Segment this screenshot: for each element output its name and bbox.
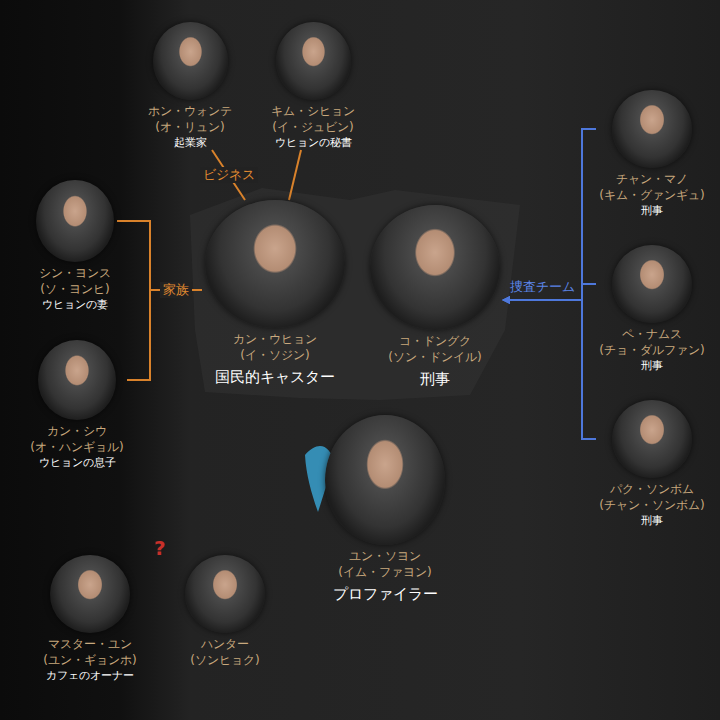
character-role: ウヒョンの妻 (42, 297, 108, 312)
character-name: マスター・ユン (48, 636, 132, 652)
brush-stroke (190, 188, 520, 400)
character-card: ペ・ナムス(チョ・ダルファン)刑事 (596, 245, 708, 373)
character-name: コ・ドングク (399, 333, 471, 349)
character-role: 刑事 (420, 368, 450, 390)
actor-name: (チャン・ソンボム) (599, 497, 704, 513)
portrait-photo (38, 340, 116, 420)
actor-name: (ソンヒョク) (190, 652, 259, 668)
character-card: ユン・ソヨン(イム・ファヨン) プロファイラー (322, 415, 448, 605)
character-role: 刑事 (641, 358, 663, 373)
actor-name: (チョ・ダルファン) (599, 342, 704, 358)
character-card: マスター・ユン(ユン・ギョンホ)カフェのオーナー (40, 555, 140, 683)
relation-line (503, 300, 596, 439)
character-name: キム・シヒョン (271, 103, 355, 119)
relation-label: ビジネス (200, 167, 258, 183)
actor-name: (ユン・ギョンホ) (43, 652, 136, 668)
character-name: チャン・マノ (616, 171, 688, 187)
character-role: プロファイラー (333, 583, 438, 605)
relation-label: 捜査チーム (507, 279, 578, 295)
relation-line (289, 150, 301, 200)
question-mark: ? (154, 536, 166, 560)
character-card: カン・シウ(オ・ハンギョル)ウヒョンの息子 (27, 340, 127, 470)
portrait-photo (370, 205, 500, 330)
character-card: シン・ヨンス(ソ・ヨンヒ)ウヒョンの妻 (33, 180, 117, 312)
character-role: ウヒョンの秘書 (275, 135, 352, 150)
actor-name: (オ・リュン) (155, 119, 224, 135)
relation-label: 家族 (160, 282, 192, 298)
character-card: ホン・ウォンテ(オ・リュン)起業家 (145, 22, 235, 150)
character-card: チャン・マノ(キム・グァンギュ)刑事 (596, 90, 708, 218)
relation-line (127, 290, 202, 380)
character-role: ウヒョンの息子 (39, 455, 116, 470)
portrait-photo (612, 400, 692, 478)
character-role: 国民的キャスター (215, 366, 335, 388)
relation-line (117, 221, 202, 290)
actor-name: (オ・ハンギョル) (30, 439, 123, 455)
character-card: コ・ドングク(ソン・ドンイル) 刑事 (367, 205, 503, 390)
actor-name: (キム・グァンギュ) (599, 187, 704, 203)
portrait-photo (325, 415, 445, 545)
actor-name: (ソ・ヨンヒ) (40, 281, 109, 297)
character-name: ハンター (201, 636, 249, 652)
character-name: ペ・ナムス (622, 326, 682, 342)
actor-name: (イム・ファヨン) (338, 564, 431, 580)
character-card: カン・ウヒョン(イ・ソジン) 国民的キャスター (202, 200, 348, 388)
character-role: 刑事 (641, 513, 663, 528)
character-name: パク・ソンボム (610, 481, 694, 497)
character-card: パク・ソンボム(チャン・ソンボム)刑事 (596, 400, 708, 528)
character-name: ユン・ソヨン (349, 548, 421, 564)
actor-name: (イ・ソジン) (240, 347, 309, 363)
character-card: キム・シヒョン(イ・ジュビン)ウヒョンの秘書 (268, 22, 358, 150)
portrait-photo (50, 555, 130, 633)
portrait-photo (185, 555, 265, 633)
character-role: 刑事 (641, 203, 663, 218)
character-name: カン・ウヒョン (233, 331, 317, 347)
portrait-photo (36, 180, 114, 262)
actor-name: (イ・ジュビン) (272, 119, 353, 135)
portrait-photo (276, 22, 351, 100)
character-role: カフェのオーナー (46, 668, 134, 683)
portrait-photo (612, 90, 692, 168)
portrait-photo (612, 245, 692, 323)
portrait-photo (153, 22, 228, 100)
character-name: カン・シウ (47, 423, 107, 439)
character-role: 起業家 (174, 135, 207, 150)
character-name: シン・ヨンス (39, 265, 111, 281)
relation-line (503, 129, 596, 300)
actor-name: (ソン・ドンイル) (388, 349, 481, 365)
character-card: ハンター(ソンヒョク) (182, 555, 268, 668)
portrait-photo (205, 200, 345, 328)
character-name: ホン・ウォンテ (148, 103, 232, 119)
